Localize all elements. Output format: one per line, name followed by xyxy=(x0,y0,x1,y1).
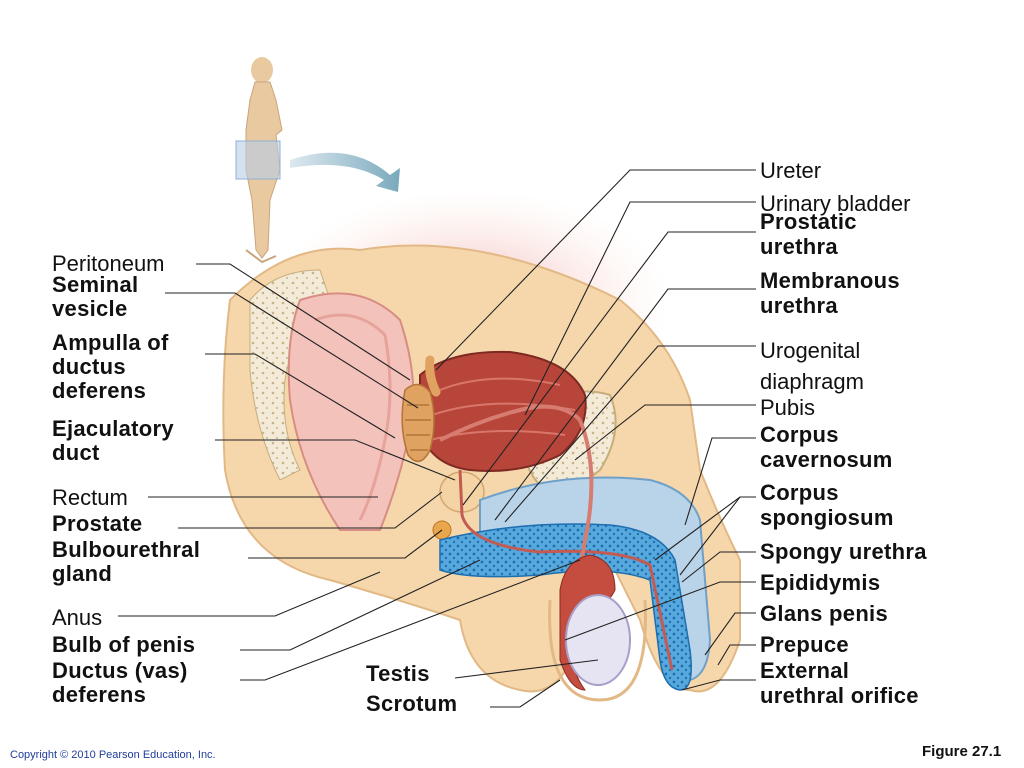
copyright-notice: Copyright © 2010 Pearson Education, Inc. xyxy=(10,749,216,761)
label-corpus-cavernosum-line1: Corpus xyxy=(760,422,839,447)
region-highlight-box xyxy=(235,140,281,180)
label-anus: Anus xyxy=(52,605,103,630)
label-testis: Testis xyxy=(366,661,430,686)
label-scrotum: Scrotum xyxy=(366,691,458,716)
label-seminal-vesicle-line2: vesicle xyxy=(52,296,128,321)
label-membranous-urethra-line1: Membranous xyxy=(760,268,900,293)
label-corpus-cavernosum-line2: cavernosum xyxy=(760,447,893,472)
label-bulbourethral-gland-line2: gland xyxy=(52,561,113,586)
zoom-arrow xyxy=(290,152,400,192)
leader-lines xyxy=(118,169,756,708)
label-ampulla-line2: ductus xyxy=(52,354,126,379)
label-bulb-of-penis: Bulb of penis xyxy=(52,632,196,657)
label-rectum: Rectum xyxy=(52,485,128,510)
label-spongy-urethra: Spongy urethra xyxy=(760,539,927,564)
label-urinary-bladder: Urinary bladder xyxy=(760,191,911,216)
body-orientation-figure xyxy=(235,57,283,264)
label-urogenital-diaphragm-line1: Urogenital xyxy=(760,338,861,363)
label-prostate: Prostate xyxy=(52,511,143,536)
label-ejaculatory-duct-line2: duct xyxy=(52,440,100,465)
label-ductus-deferens-line2: deferens xyxy=(52,682,147,707)
figure-number: Figure 27.1 xyxy=(922,743,1002,760)
label-external-urethral-orifice-line2: urethral orifice xyxy=(760,683,919,708)
label-ampulla-line3: deferens xyxy=(52,378,147,403)
label-seminal-vesicle-line1: Seminal xyxy=(52,272,139,297)
label-prostatic-urethra-line2: urethra xyxy=(760,234,838,259)
label-ejaculatory-duct-line1: Ejaculatory xyxy=(52,416,174,441)
label-prostatic-urethra-line1: Prostatic xyxy=(760,209,857,234)
label-pubis: Pubis xyxy=(760,395,816,420)
label-corpus-spongiosum-line1: Corpus xyxy=(760,480,839,505)
label-bulbourethral-gland-line1: Bulbourethral xyxy=(52,537,201,562)
label-ampulla-line1: Ampulla of xyxy=(52,330,169,355)
sagittal-section xyxy=(222,190,741,702)
label-external-urethral-orifice-line1: External xyxy=(760,658,850,683)
label-epididymis: Epididymis xyxy=(760,570,881,595)
label-corpus-spongiosum-line2: spongiosum xyxy=(760,505,894,530)
label-prepuce: Prepuce xyxy=(760,632,849,657)
label-ductus-deferens-line1: Ductus (vas) xyxy=(52,658,188,683)
label-glans-penis: Glans penis xyxy=(760,601,889,626)
label-ureter: Ureter xyxy=(760,158,822,183)
label-peritoneum: Peritoneum xyxy=(52,251,165,276)
label-membranous-urethra-line2: urethra xyxy=(760,293,838,318)
label-urogenital-diaphragm-line2: diaphragm xyxy=(760,369,864,394)
